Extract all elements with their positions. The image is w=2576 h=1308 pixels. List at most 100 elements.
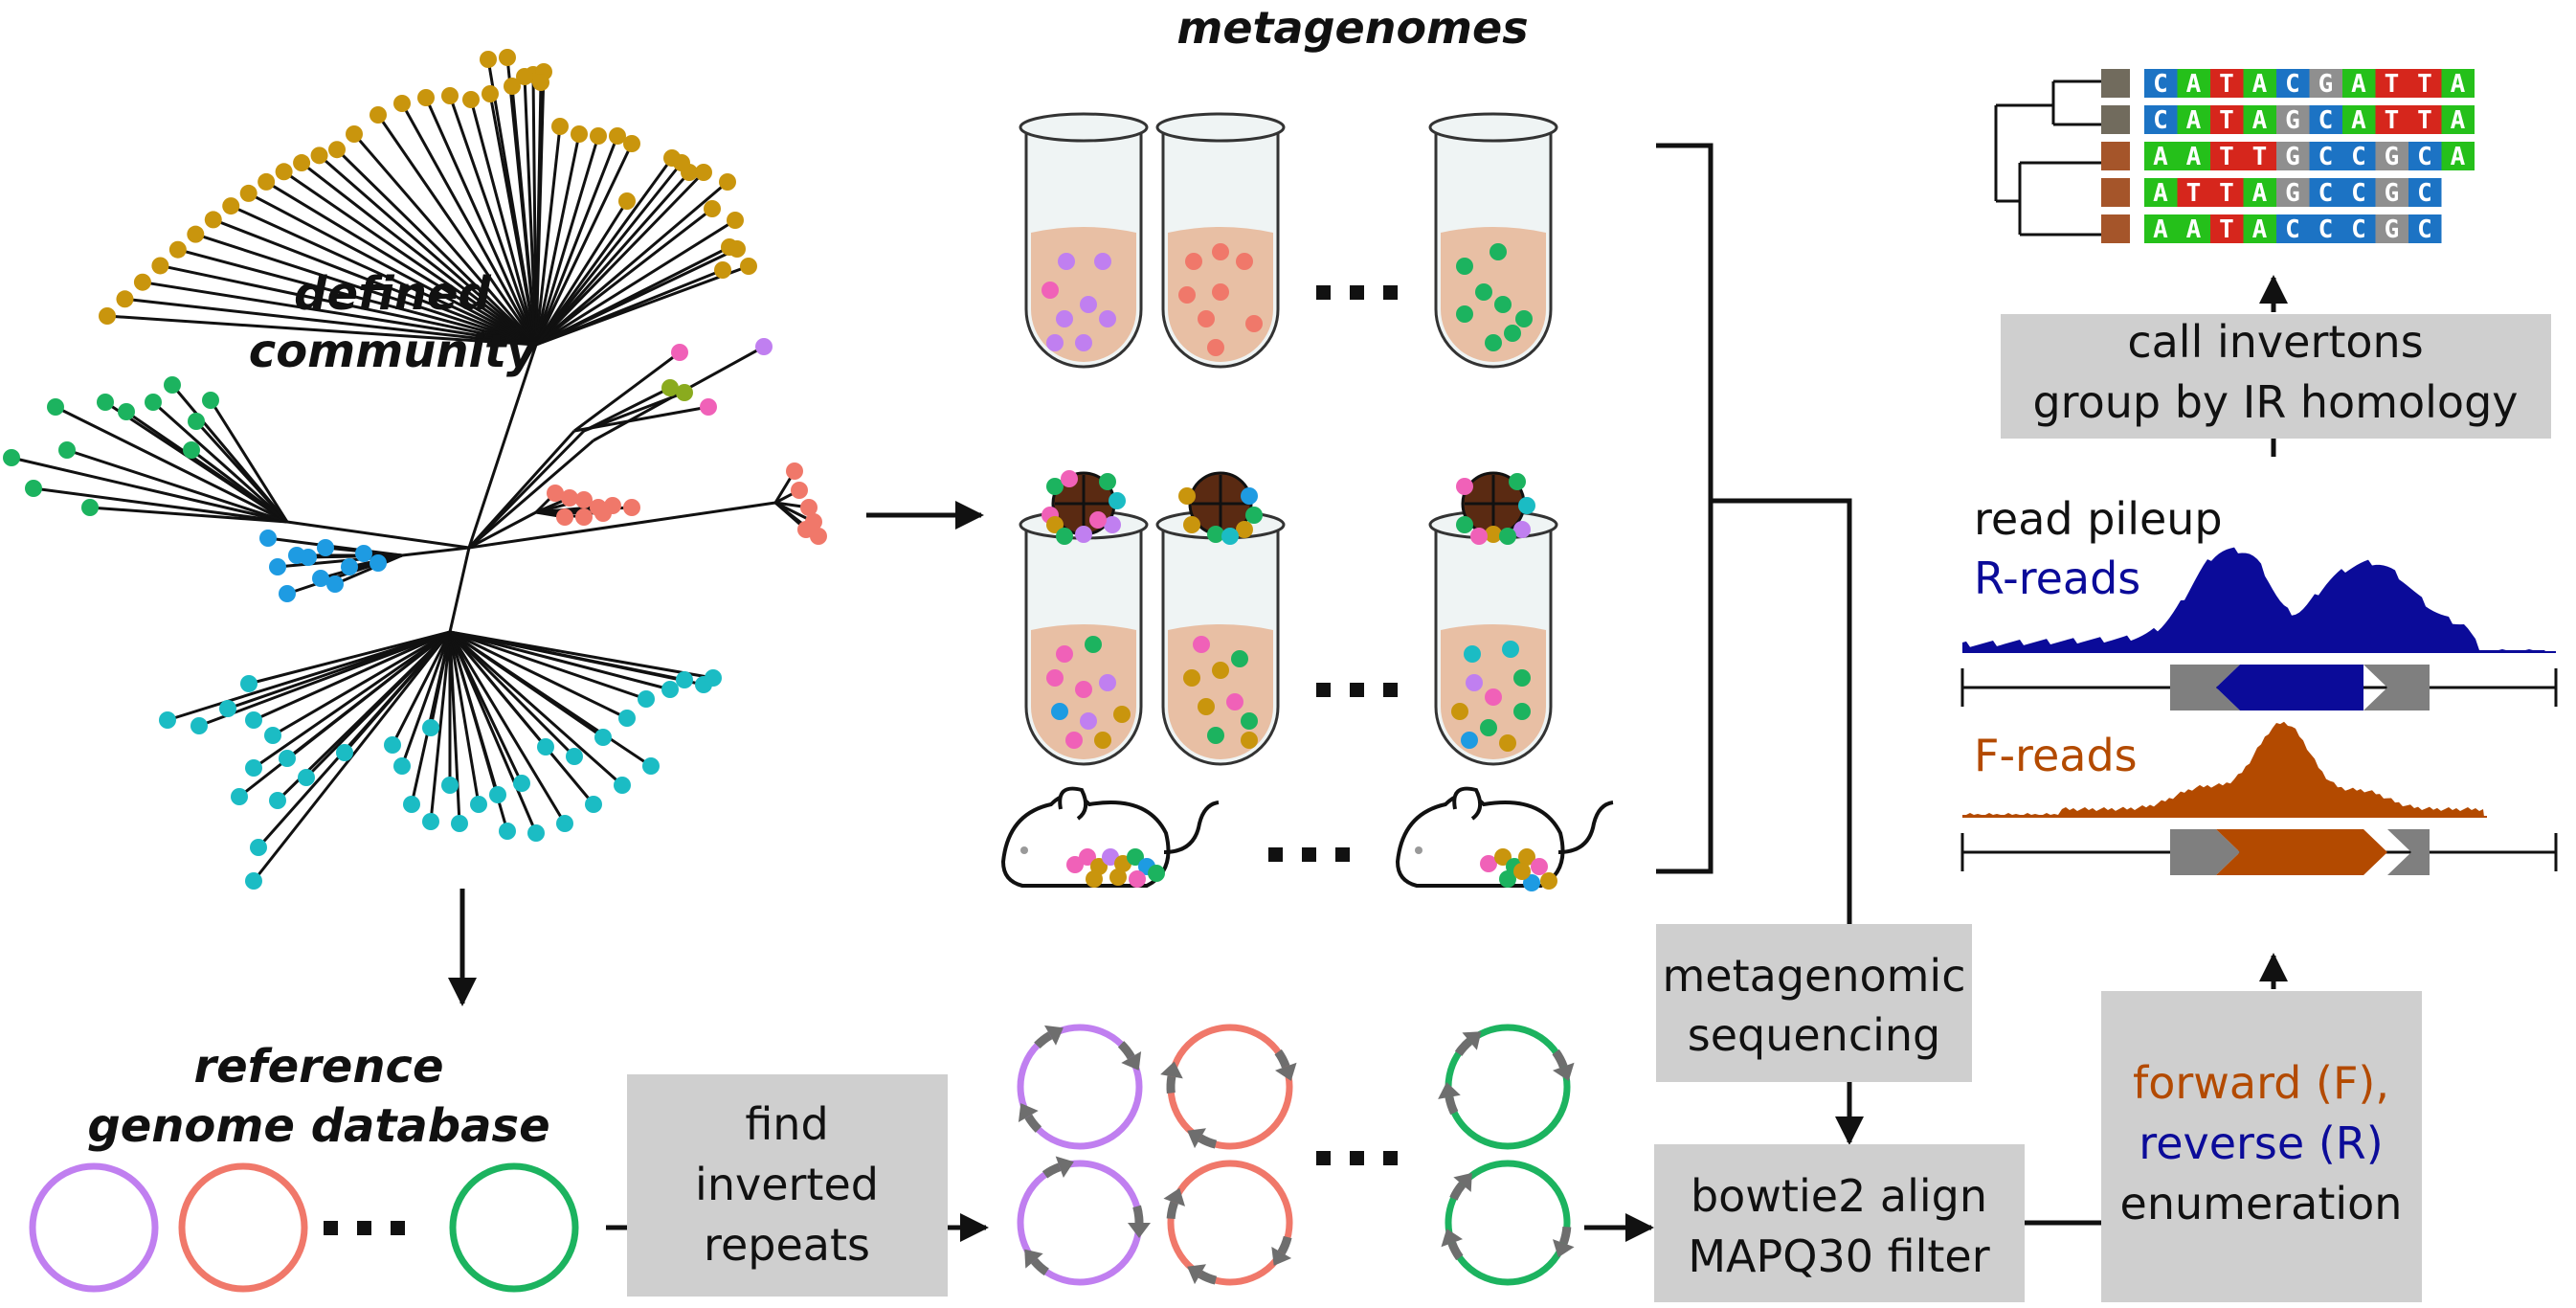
inverted-repeat-segment <box>1198 1134 1218 1149</box>
tree-branch <box>160 263 537 347</box>
tree-branch <box>252 631 452 882</box>
inverted-repeat-arrow <box>1055 1156 1074 1179</box>
tree-tip <box>422 719 439 736</box>
bacteria-dot <box>1485 688 1502 706</box>
sequencing-box-line2: sequencing <box>1688 1009 1941 1061</box>
nucleotide-letter: A <box>2153 143 2168 171</box>
sample-tube <box>1155 112 1286 369</box>
inverted-repeat-arrow <box>1024 1249 1043 1269</box>
inverted-repeat-arrow <box>1163 1187 1186 1207</box>
tree-tip <box>275 163 293 181</box>
tree-tip <box>516 68 533 85</box>
tree-branch <box>253 630 451 722</box>
tree-tip <box>145 394 162 411</box>
tree-tip <box>116 290 134 308</box>
inverted-repeat-arrow <box>1128 1223 1151 1238</box>
r-gene-track <box>1960 665 2558 710</box>
tree-tip <box>133 273 151 291</box>
tree-branch <box>272 630 451 737</box>
sample-tube <box>1155 471 1286 766</box>
bacteria-dot <box>1212 243 1229 260</box>
tree-tip <box>25 480 42 497</box>
alignment-tree <box>1994 79 2106 237</box>
nucleotide-cell <box>2210 178 2244 207</box>
inverted-repeat-segment <box>1117 1041 1135 1060</box>
tree-tip <box>499 823 516 840</box>
tree-tip <box>393 95 411 112</box>
bacteria-dot <box>1075 681 1092 698</box>
metagenomes-title: metagenomes <box>1176 2 1528 54</box>
nucleotide-cell <box>2375 105 2408 134</box>
tree-tip <box>585 796 602 813</box>
bacteria-dot <box>1451 703 1468 720</box>
tree-tip <box>594 505 612 522</box>
tree-tip <box>317 539 334 556</box>
bacteria-dot <box>1075 526 1092 543</box>
bacteria-dot <box>1518 497 1535 514</box>
bacteria-dot <box>1494 296 1512 313</box>
inverted-repeat-arrow <box>1187 1264 1206 1285</box>
tree-tip <box>671 344 688 361</box>
tree-branch <box>238 630 451 799</box>
tree-branch <box>448 631 461 824</box>
tree-tip <box>661 681 679 698</box>
inverted-repeat-segment <box>1166 1075 1176 1094</box>
tree-branch <box>448 95 538 346</box>
call-invertons-box <box>2001 314 2551 439</box>
nucleotide-letter: G <box>2385 143 2400 171</box>
bacteria-dot <box>1104 516 1121 533</box>
bacteria-dot <box>1480 855 1497 872</box>
bacteria-dot <box>1466 674 1483 691</box>
tree-tip <box>700 398 717 416</box>
nucleotide-letter: T <box>2219 106 2234 135</box>
tree-branch <box>534 81 543 346</box>
tree-branch <box>573 350 681 433</box>
nucleotide-letter: G <box>2385 179 2400 208</box>
tree-tip <box>187 225 205 243</box>
reference-label-line1: reference <box>193 1040 443 1094</box>
tree-tip <box>97 394 114 411</box>
nucleotide-cell <box>2375 142 2408 170</box>
nucleotide-letter: G <box>2285 143 2300 171</box>
tree-tip <box>618 710 636 727</box>
bowtie-box-line1: bowtie2 align <box>1691 1170 1987 1222</box>
bacteria-dot <box>1241 732 1258 749</box>
tree-tip <box>58 441 76 459</box>
strain-color-tag <box>2101 105 2130 134</box>
r-reads-coverage <box>1962 547 2546 652</box>
tree-branch <box>55 405 288 524</box>
tree-branch <box>449 630 647 701</box>
bacteria-dot <box>1485 526 1502 543</box>
bacteria-dot <box>1099 310 1116 327</box>
sample-tube <box>1428 112 1558 369</box>
bacteria-dot <box>1241 487 1258 505</box>
inverted-repeat-arrow <box>1018 1103 1039 1122</box>
tree-tip <box>298 769 315 786</box>
nucleotide-cell <box>2276 214 2310 243</box>
bacteria-dot <box>1236 253 1253 270</box>
reference-genome-purple <box>29 1162 159 1293</box>
tree-branch <box>535 207 713 347</box>
tree-tip <box>638 690 655 708</box>
tree-branch <box>167 630 451 722</box>
mouse-eye <box>1020 846 1028 854</box>
tree-tip <box>441 777 459 794</box>
bacteria-dot <box>1456 258 1473 275</box>
sequencing-box-line1: metagenomic <box>1662 950 1965 1002</box>
bracket-to-sequencing-line <box>1711 498 1852 924</box>
tree-tip <box>422 813 439 830</box>
nucleotide-cell <box>2243 69 2276 98</box>
tree-tip <box>609 127 626 145</box>
tree-tip <box>81 499 99 516</box>
inverted-repeat-segment <box>1024 1114 1042 1133</box>
bacteria-dot <box>1099 473 1116 490</box>
tree-branch <box>335 148 538 347</box>
ellipsis-row2 <box>1316 683 1398 697</box>
tree-tip <box>673 154 690 171</box>
bacteria-dot <box>1540 872 1557 890</box>
tree-tip <box>202 392 219 409</box>
tree-tip <box>800 499 818 516</box>
bacteria-dot <box>1504 325 1521 342</box>
bacteria-dot <box>1207 526 1224 543</box>
nucleotide-letter: T <box>2219 143 2234 171</box>
